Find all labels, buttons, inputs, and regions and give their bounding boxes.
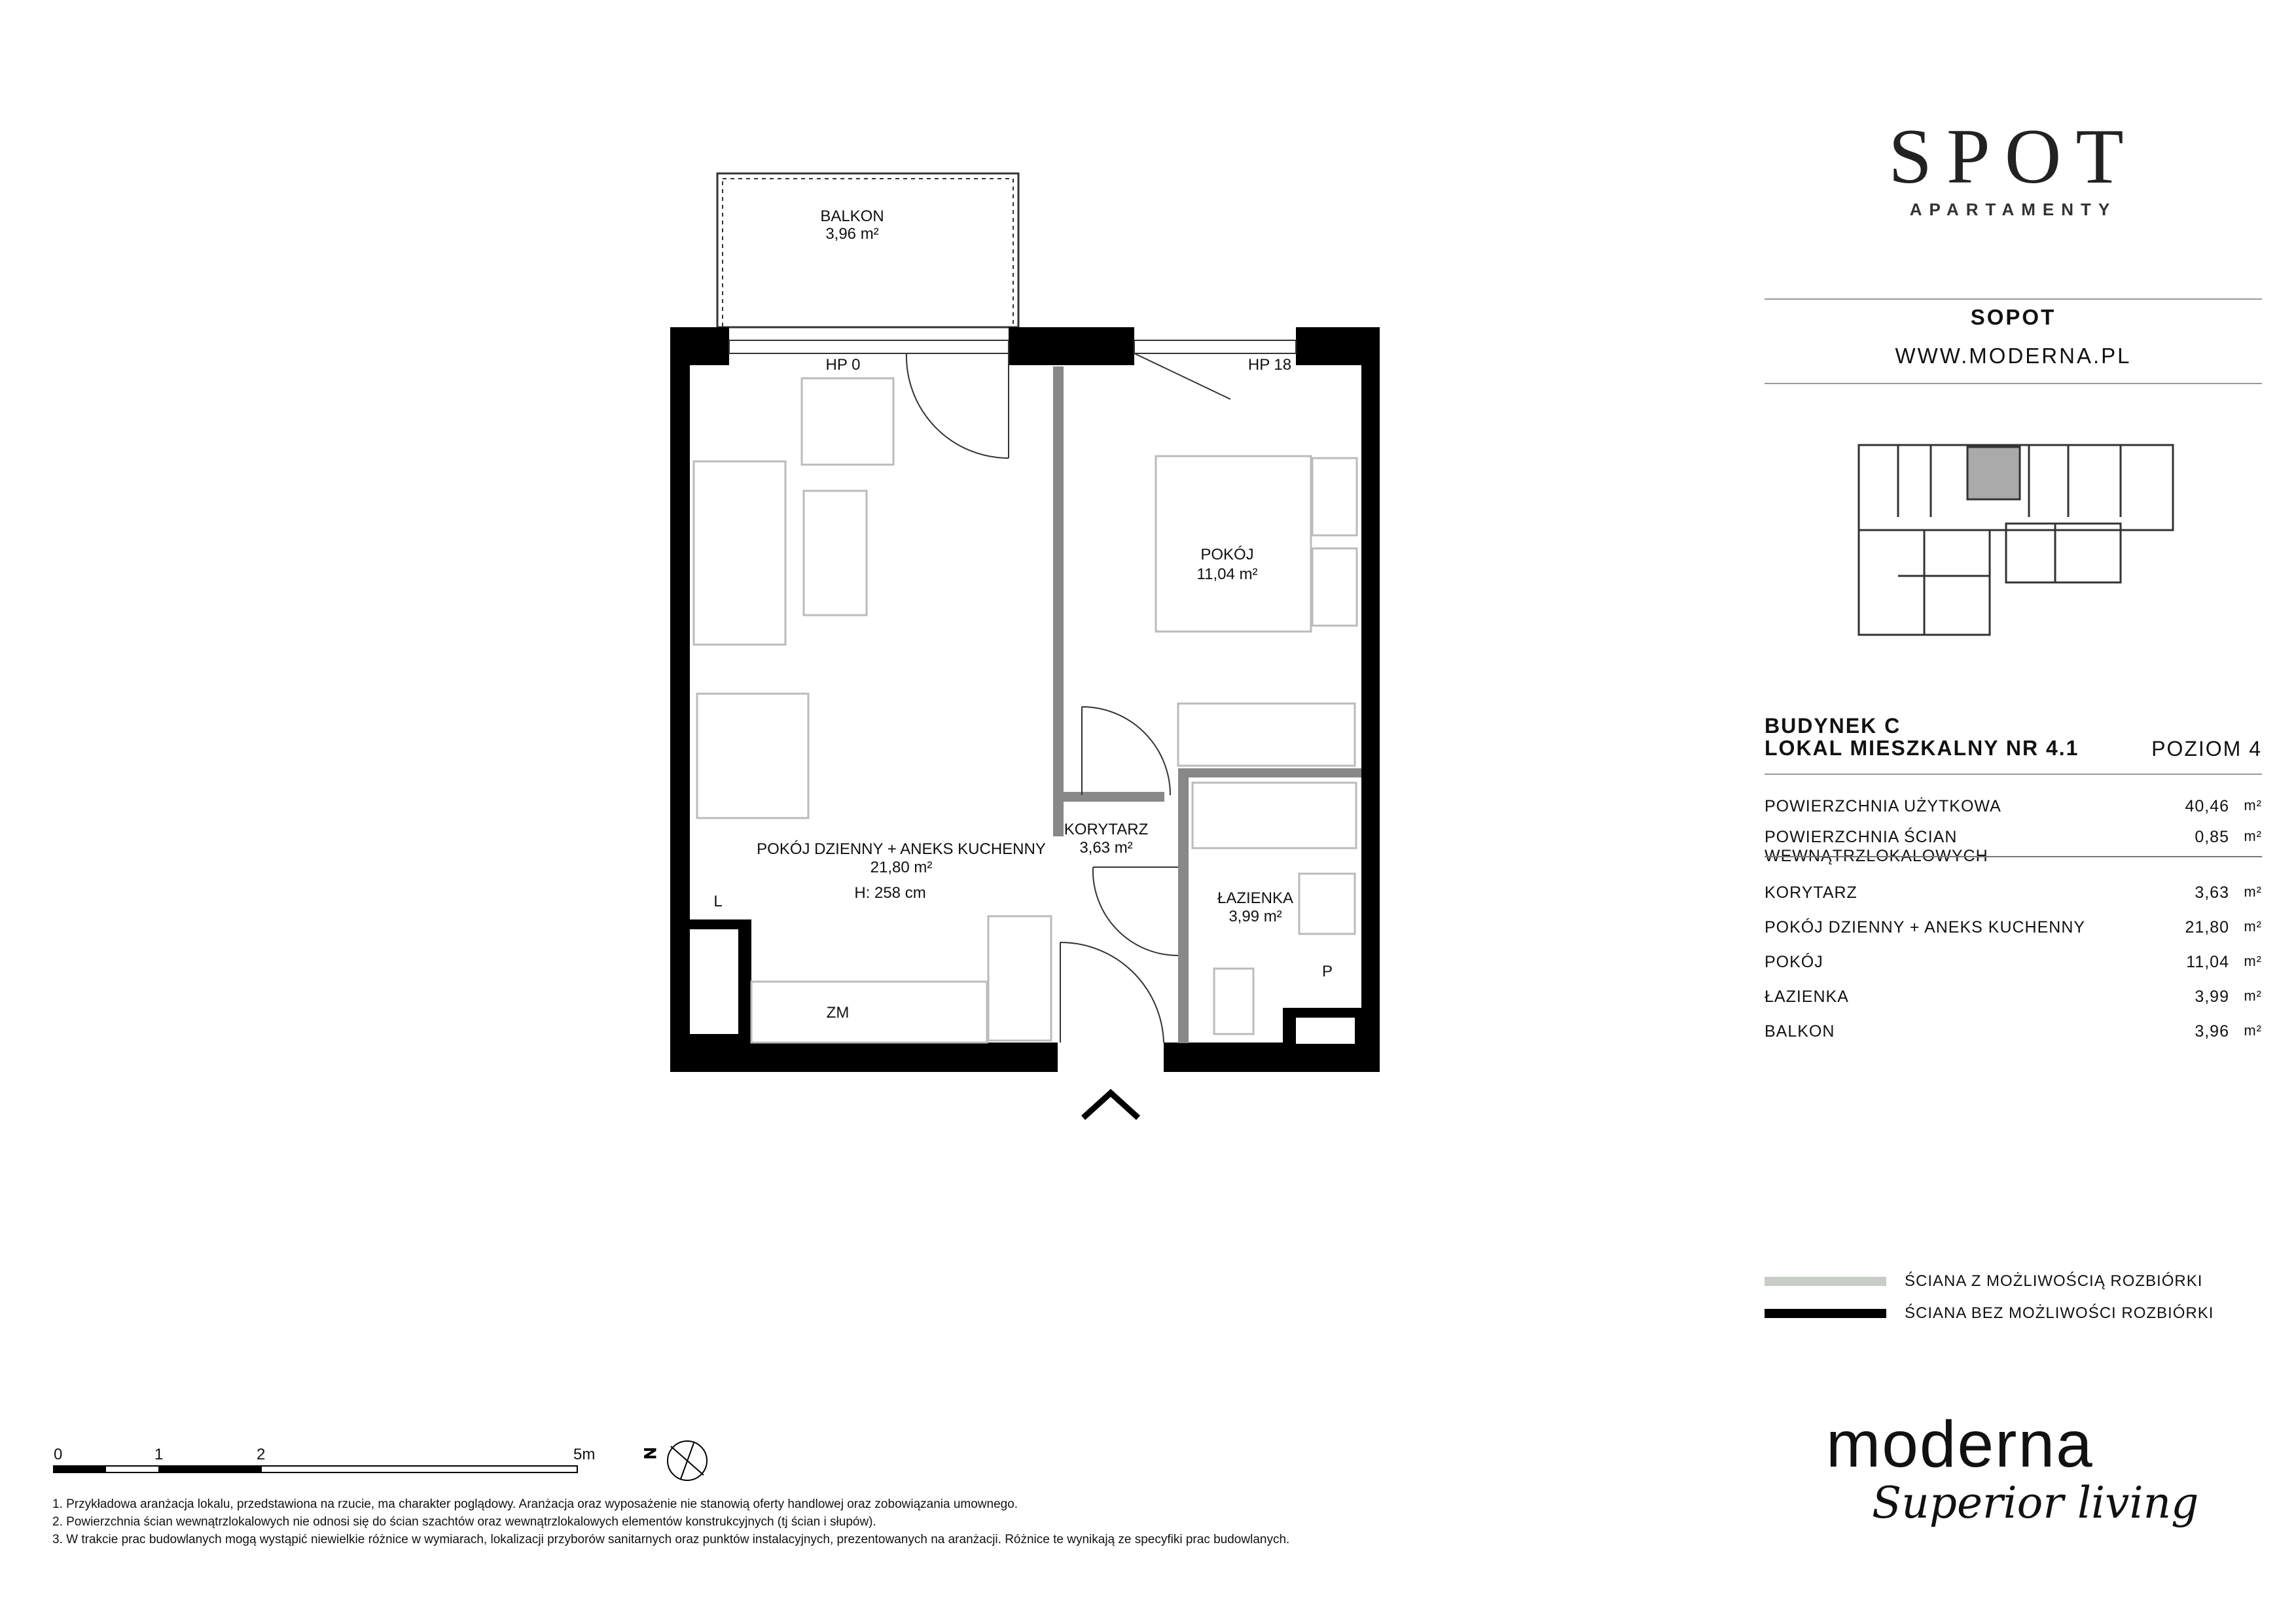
korytarz-area: 3,63 m² <box>1079 839 1132 857</box>
lazienka-name: ŁAZIENKA <box>1217 889 1293 907</box>
zm-label: ZM <box>827 1004 850 1022</box>
footnote: 1. Przykładowa aranżacja lokalu, przedst… <box>52 1497 1018 1511</box>
balcony <box>716 172 1020 329</box>
living-height: H: 258 cm <box>854 884 925 902</box>
divider <box>1765 856 2262 857</box>
p-label: P <box>1322 963 1333 980</box>
partition-walls <box>1053 366 1361 1043</box>
living-area: 21,80 m² <box>870 859 933 876</box>
scale-tick-2: 2 <box>257 1446 265 1463</box>
legend-label: ŚCIANA BEZ MOŻLIWOŚCI ROZBIÓRKI <box>1905 1304 2214 1322</box>
balcony-area: 3,96 m² <box>825 225 878 243</box>
apartment-number: LOKAL MIESZKALNY NR 4.1 <box>1765 736 2079 760</box>
svg-text:N: N <box>641 1448 658 1459</box>
living-name: POKÓJ DZIENNY + ANEKS KUCHENNY <box>757 840 1046 858</box>
furniture <box>692 377 1358 1044</box>
pokoj-name: POKÓJ <box>1200 546 1253 563</box>
divider <box>1765 298 2262 300</box>
scale-bar: 0 1 2 5m <box>53 1446 595 1473</box>
footnote: 3. W trakcie prac budowlanych mogą wystą… <box>52 1533 1290 1546</box>
hp0-label: HP 0 <box>826 356 861 374</box>
spot-logo: SPOT <box>1888 113 2138 200</box>
scale-tick-1: 1 <box>154 1446 163 1463</box>
shaft <box>690 929 738 1034</box>
l-label: L <box>713 893 722 910</box>
website-link[interactable]: WWW.MODERNA.PL <box>1895 344 2132 368</box>
footnote: 2. Powierzchnia ścian wewnątrzlokalowych… <box>52 1515 876 1529</box>
windows <box>728 340 1297 354</box>
doors <box>905 353 1231 1043</box>
hp18-label: HP 18 <box>1248 356 1291 374</box>
entrance-arrow-icon <box>1081 1088 1141 1120</box>
legend-swatch-removable <box>1765 1277 1886 1286</box>
moderna-tagline: Superior living <box>1872 1478 2199 1528</box>
balcony-name: BALKON <box>820 207 884 225</box>
level: POZIOM 4 <box>2151 737 2262 760</box>
pokoj-area: 11,04 m² <box>1197 565 1258 583</box>
scale-tick-5: 5m <box>573 1446 595 1463</box>
korytarz-name: KORYTARZ <box>1064 821 1148 838</box>
legend-label: ŚCIANA Z MOŻLIWOŚCIĄ ROZBIÓRKI <box>1905 1272 2203 1290</box>
moderna-logo: moderna <box>1826 1408 2094 1481</box>
north-arrow-icon: N <box>640 1440 708 1481</box>
city: SOPOT <box>1970 305 2056 329</box>
shaft-2 <box>1296 1018 1355 1044</box>
lazienka-area: 3,99 m² <box>1229 908 1282 925</box>
unit-header: BUDYNEK C LOKAL MIESZKALNY NR 4.1 <box>1765 715 2079 759</box>
divider <box>1765 383 2262 384</box>
building-key-plan <box>1857 444 2174 636</box>
scale-tick-0: 0 <box>54 1446 62 1463</box>
divider <box>1765 774 2262 775</box>
building: BUDYNEK C <box>1765 714 1901 738</box>
spot-logo-subtitle: APARTAMENTY <box>1909 200 2117 219</box>
legend-swatch-fixed <box>1765 1309 1886 1318</box>
load-bearing-walls <box>670 327 1380 1072</box>
